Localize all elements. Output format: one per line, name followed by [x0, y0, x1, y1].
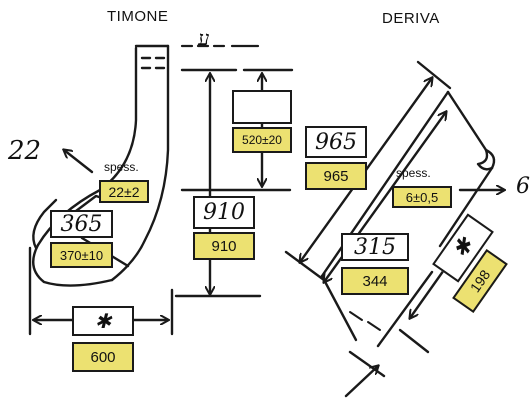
keel-side-hand: ✱ — [447, 233, 479, 263]
rudder-chord-value: 370±10 — [59, 247, 104, 263]
rudder-spess-label: spess. — [104, 160, 139, 174]
keel-spess-hand-note: 6 — [516, 174, 530, 199]
rudder-width-value: 600 — [90, 348, 116, 366]
rudder-blade-leading-edge — [32, 198, 58, 250]
rudder-upper-tolerance-box: 520±20 — [232, 127, 292, 153]
keel-chord-value: 344 — [362, 272, 388, 290]
rudder-title: TIMONE — [107, 8, 169, 25]
rudder-width-hand: ✱ — [94, 309, 112, 333]
keel-notch — [484, 148, 496, 170]
keel-side-ext — [398, 328, 430, 354]
rudder-chord-hand: 365 — [60, 211, 103, 237]
rudder-upper-hand-box — [232, 90, 292, 124]
rudder-arrow-note: 22 — [8, 136, 42, 166]
keel-length-ext-top — [416, 60, 452, 90]
keel-length-hand: 965 — [315, 129, 357, 155]
rudder-stock-right — [110, 44, 170, 282]
keel-bottom-mark — [348, 350, 386, 378]
keel-spess-value: 6±0,5 — [405, 189, 439, 205]
keel-outline-bottom — [320, 274, 358, 342]
rudder-height-hand-box: 910 — [193, 196, 255, 229]
keel-bottom-arrow — [344, 366, 378, 398]
rudder-height-value-box: 910 — [193, 232, 255, 260]
keel-chord-hand: 315 — [354, 234, 396, 260]
rudder-blade-outline — [32, 243, 114, 287]
rudder-chord-hand-box: 365 — [50, 210, 113, 238]
rudder-chord-value-box: 370±10 — [50, 242, 113, 268]
rudder-width-value-box: 600 — [72, 342, 134, 372]
keel-length-hand-box: 965 — [305, 126, 367, 158]
rudder-height-hand: 910 — [203, 200, 245, 225]
rudder-top-hand-mark: ע — [198, 26, 210, 50]
rudder-width-hand-box: ✱ — [72, 306, 134, 336]
rudder-spess-arrow — [64, 150, 94, 174]
keel-chord-dash — [349, 311, 381, 331]
keel-length-value-box: 965 — [305, 162, 367, 190]
keel-chord-value-box: 344 — [341, 267, 409, 295]
keel-length-value: 965 — [323, 167, 349, 185]
keel-spess-label: spess. — [396, 166, 431, 180]
rudder-spess-value-box: 22±2 — [99, 180, 149, 203]
keel-spess-value-box: 6±0,5 — [392, 186, 452, 208]
rudder-spess-value: 22±2 — [108, 183, 140, 200]
rudder-upper-tolerance: 520±20 — [242, 133, 282, 147]
keel-title: DERIVA — [382, 10, 440, 27]
keel-length-ext-bottom — [284, 250, 326, 282]
keel-chord-hand-box: 315 — [341, 233, 409, 261]
rudder-height-value: 910 — [211, 237, 237, 255]
keel-outline-top-right — [446, 90, 494, 171]
